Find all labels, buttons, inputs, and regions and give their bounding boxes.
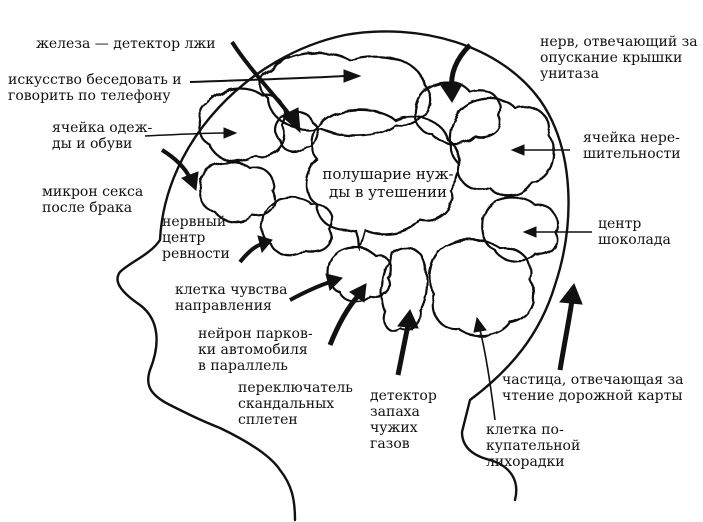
arrow-parking	[327, 294, 360, 346]
arrow-toilet-head	[439, 83, 463, 103]
arrow-clothes	[144, 132, 226, 137]
arrow-jealousy	[238, 242, 263, 264]
lobe-indecision	[448, 97, 555, 197]
arrow-shopping-head	[473, 316, 487, 333]
label-clothes-cell: ячейка одеж- ды и обуви	[52, 120, 153, 152]
lobe-direction	[327, 246, 392, 303]
label-indecision-cell: ячейка нере- шительности	[583, 130, 681, 162]
arrow-direction-head	[325, 273, 343, 291]
lobe-lie	[273, 110, 319, 154]
arrow-jealousy-head	[257, 235, 273, 254]
pointer-arrows	[144, 40, 593, 421]
arrow-gossip	[395, 324, 411, 376]
arrow-gossip-head	[397, 309, 419, 329]
lobe-clothes	[197, 87, 286, 163]
lobe-sex	[198, 161, 276, 223]
arrow-parking-head	[349, 283, 367, 303]
arrow-lie-head	[281, 107, 301, 134]
lobe-chocolate	[481, 196, 559, 262]
arrow-lie	[230, 40, 294, 120]
arrow-map	[557, 299, 575, 371]
label-sex-micron: микрон секса после брака	[42, 184, 144, 216]
label-gossip-switch: переключатель скандальных сплетен	[238, 380, 353, 428]
label-parking-neuron: нейрон парков- ки автомобиля в параллель	[198, 326, 313, 374]
arrow-sex-head	[181, 171, 199, 191]
arrow-clothes-head	[223, 127, 238, 139]
label-talk-phone: искусство беседовать и говорить по телеф…	[8, 72, 182, 104]
arrow-indecision-head	[510, 144, 525, 156]
arrow-chocolate-head	[522, 226, 537, 238]
brain-lobes	[197, 51, 559, 337]
arrow-talk-head	[343, 69, 362, 83]
arrow-direction	[289, 280, 331, 302]
lobe-shopping	[428, 238, 535, 337]
lobe-center	[305, 108, 461, 253]
label-map-particle: частица, отвечающая за чтение дорожной к…	[502, 372, 684, 404]
head-outline	[116, 30, 570, 522]
label-jealousy-center: нервный центр ревности	[162, 214, 230, 262]
lobe-talk	[258, 51, 432, 137]
label-direction-cell: клетка чувства направления	[175, 282, 288, 314]
arrow-talk	[189, 75, 346, 83]
label-chocolate-center: центр шоколада	[598, 216, 671, 248]
center-hemisphere-label: полушарие нуж- ды в утешении	[322, 165, 454, 201]
arrow-shopping	[479, 329, 496, 421]
lobe-toilet	[413, 81, 501, 146]
label-shopping-cell: клетка по- купательной лихорадки	[486, 422, 581, 470]
arrow-map-head	[559, 283, 583, 305]
lobe-smell	[380, 247, 429, 332]
label-smell-detector: детектор запаха чужих газов	[370, 388, 437, 452]
label-toilet-nerve: нерв, отвечающий за опускание крышки уни…	[540, 34, 698, 82]
label-lie-detector: железа — детектор лжи	[36, 36, 216, 52]
